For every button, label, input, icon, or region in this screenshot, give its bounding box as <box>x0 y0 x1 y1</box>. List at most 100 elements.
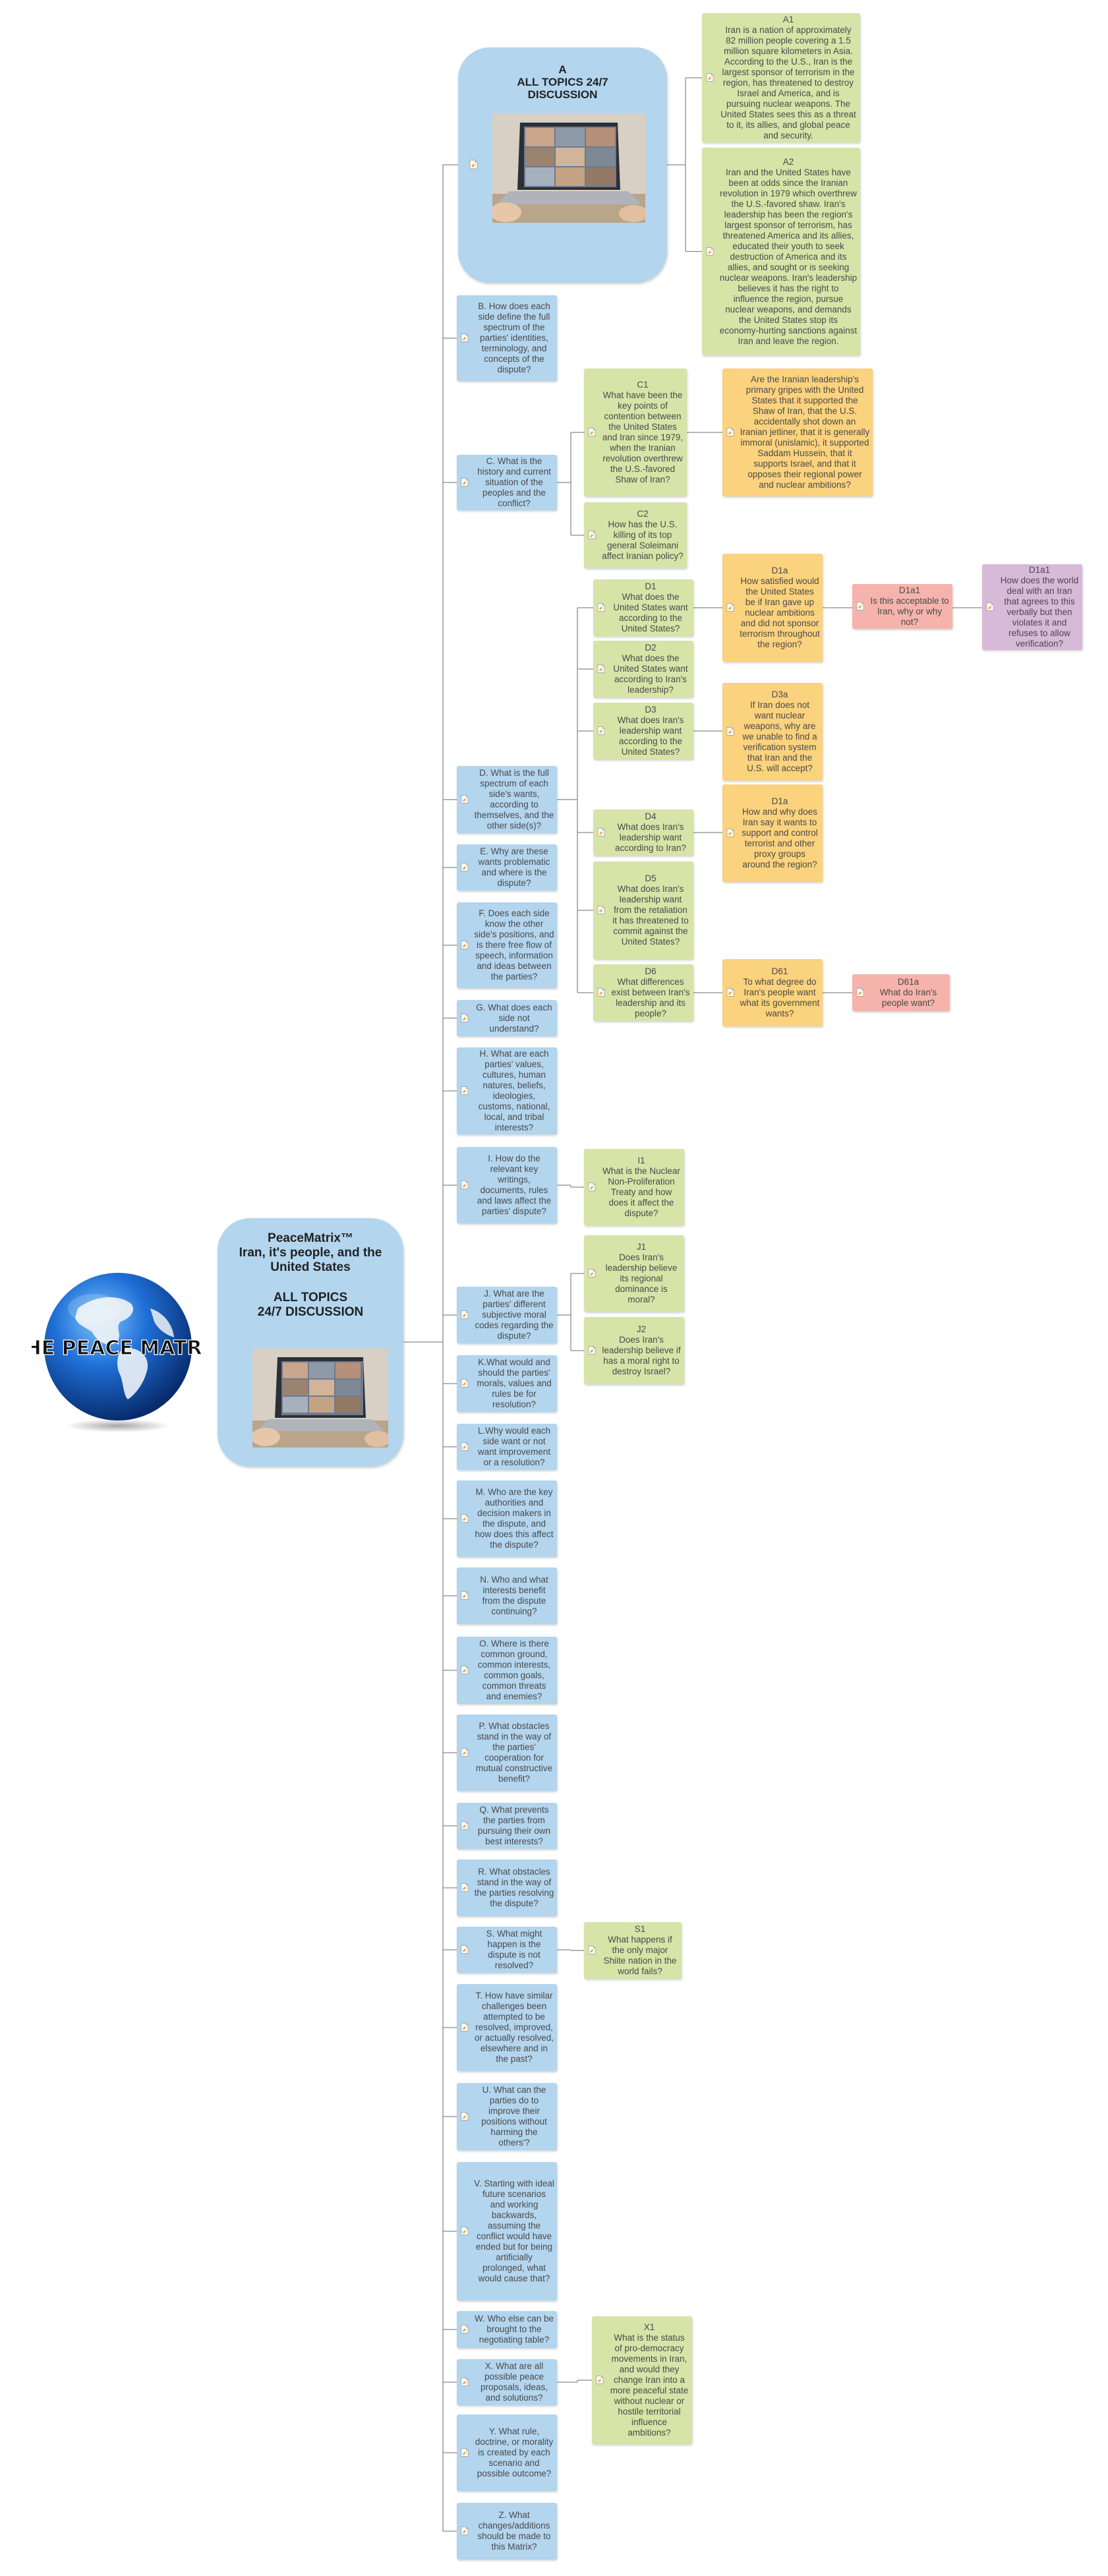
document-icon[interactable] <box>461 2226 469 2236</box>
document-icon[interactable] <box>597 602 605 612</box>
document-icon[interactable] <box>726 987 734 997</box>
document-icon[interactable] <box>461 1665 469 1675</box>
document-icon[interactable] <box>726 726 734 736</box>
document-icon[interactable] <box>461 1513 469 1523</box>
document-icon[interactable] <box>461 1945 469 1954</box>
document-icon[interactable] <box>726 427 734 437</box>
document-icon[interactable] <box>461 1180 469 1190</box>
topic-node-m[interactable]: M. Who are the key authorities and decis… <box>457 1480 557 1557</box>
topic-node-x[interactable]: X. What are all possible peace proposals… <box>457 2359 557 2405</box>
topic-node-b[interactable]: B. How does each side define the full sp… <box>457 295 557 381</box>
document-icon[interactable] <box>588 1345 596 1355</box>
document-icon[interactable] <box>597 827 605 837</box>
document-icon[interactable] <box>461 1310 469 1320</box>
document-icon[interactable] <box>588 1945 596 1955</box>
document-icon[interactable] <box>461 2022 469 2032</box>
document-icon[interactable] <box>588 1182 596 1192</box>
document-icon[interactable] <box>461 1821 469 1830</box>
document-icon[interactable] <box>856 601 864 611</box>
topic-node-f[interactable]: F. Does each side know the other side's … <box>457 902 557 988</box>
document-icon[interactable] <box>856 987 864 997</box>
topic-node-p[interactable]: P. What obstacles stand in the way of th… <box>457 1714 557 1791</box>
document-icon[interactable] <box>706 73 714 82</box>
topic-node-j[interactable]: J. What are the parties' different subje… <box>457 1287 557 1343</box>
document-icon[interactable] <box>588 530 596 540</box>
topic-node-i[interactable]: I. How do the relevant key writings, doc… <box>457 1147 557 1223</box>
topic-node-s[interactable]: S. What might happen is the dispute is n… <box>457 1927 557 1973</box>
document-icon[interactable] <box>597 987 605 997</box>
topic-node-w[interactable]: W. Who else can be brought to the negoti… <box>457 2311 557 2348</box>
document-icon[interactable] <box>597 664 605 674</box>
topic-node-y[interactable]: Y. What rule, doctrine, or morality is c… <box>457 2415 557 2491</box>
document-icon[interactable] <box>469 160 478 169</box>
topic-node-g[interactable]: G. What does each side not understand? <box>457 1000 557 1036</box>
document-icon[interactable] <box>588 427 596 437</box>
document-icon[interactable] <box>461 862 469 872</box>
root-node[interactable]: PeaceMatrix™ Iran, it's people, and the … <box>218 1218 403 1467</box>
document-icon[interactable] <box>461 477 469 487</box>
document-icon[interactable] <box>597 726 605 736</box>
document-icon[interactable] <box>461 2526 469 2536</box>
topic-node-o[interactable]: O. Where is there common ground, common … <box>457 1637 557 1704</box>
document-icon[interactable] <box>461 1013 469 1023</box>
document-icon[interactable] <box>588 1268 596 1278</box>
document-icon[interactable] <box>461 794 469 804</box>
topic-node-h[interactable]: H. What are each parties' values, cultur… <box>457 1047 557 1134</box>
document-icon[interactable] <box>461 1883 469 1892</box>
topic-node-n[interactable]: N. Who and what interests benefit from t… <box>457 1567 557 1624</box>
document-icon[interactable] <box>726 828 734 838</box>
document-icon[interactable] <box>461 2447 469 2457</box>
document-icon[interactable] <box>726 602 734 612</box>
document-icon[interactable] <box>461 2111 469 2121</box>
topic-node-e[interactable]: E. Why are these wants problematic and w… <box>457 844 557 891</box>
topic-node-d[interactable]: D. What is the full spectrum of each sid… <box>457 766 557 833</box>
document-icon[interactable] <box>461 1591 469 1600</box>
document-icon[interactable] <box>461 333 469 343</box>
document-icon[interactable] <box>597 905 605 915</box>
topic-node-t[interactable]: T. How have similar challenges been atte… <box>457 1984 557 2071</box>
document-icon[interactable] <box>461 2324 469 2334</box>
topic-node-l[interactable]: L.Why would each side want or not want i… <box>457 1424 557 1470</box>
topic-node-z[interactable]: Z. What changes/additions should be made… <box>457 2503 557 2560</box>
document-icon[interactable] <box>461 940 469 950</box>
topic-node-q[interactable]: Q. What prevents the parties from pursui… <box>457 1803 557 1849</box>
document-icon[interactable] <box>461 1442 469 1451</box>
node-text: C. What is the history and current situa… <box>477 456 551 508</box>
document-icon[interactable] <box>461 2377 469 2387</box>
document-icon[interactable] <box>986 602 994 612</box>
document-icon[interactable] <box>461 1747 469 1757</box>
topic-node-r[interactable]: R. What obstacles stand in the way of th… <box>457 1859 557 1916</box>
document-icon[interactable] <box>596 2375 604 2385</box>
topic-node-v[interactable]: V. Starting with ideal future scenarios … <box>457 2162 557 2300</box>
topic-node-k[interactable]: K.What would and should the parties' mor… <box>457 1355 557 1412</box>
topic-node-c1a[interactable]: Are the Iranian leadership's primary gri… <box>722 368 873 496</box>
topic-a-node[interactable]: A ALL TOPICS 24/7 DISCUSSION <box>458 47 667 283</box>
topic-node-c[interactable]: C. What is the history and current situa… <box>457 455 557 510</box>
document-icon[interactable] <box>461 1378 469 1388</box>
document-icon[interactable] <box>706 247 714 256</box>
topic-node-u[interactable]: U. What can the parties do to improve th… <box>457 2083 557 2150</box>
document-icon[interactable] <box>461 1086 469 1096</box>
